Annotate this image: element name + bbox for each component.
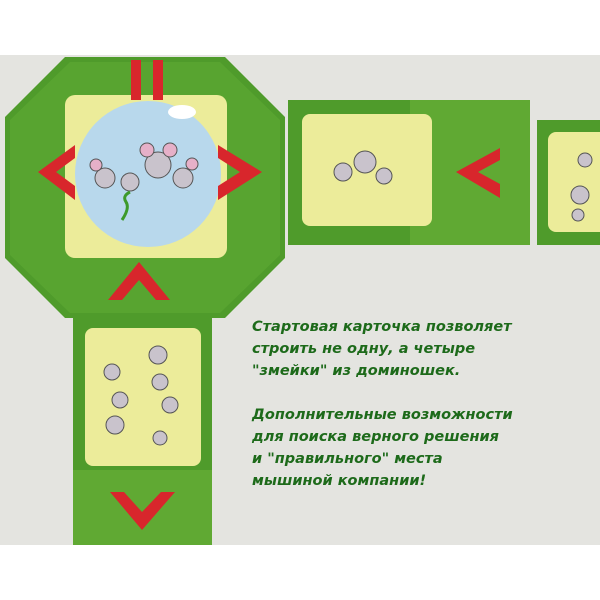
- mice-icon: [570, 152, 593, 222]
- caption-line: и "правильного" места: [252, 451, 443, 467]
- caption-line: для поиска верного решения: [252, 429, 499, 445]
- bottom-chevron-icon: [108, 262, 170, 300]
- top-bar-right-icon: [153, 60, 163, 100]
- caption-paragraph-2: Дополнительные возможности для поиска ве…: [252, 404, 513, 492]
- top-bar-left-icon: [131, 60, 141, 100]
- mice-icon: [333, 150, 393, 185]
- caption-line: Дополнительные возможности: [252, 407, 513, 423]
- caption-line: "змейки" из доминошек.: [252, 363, 461, 379]
- left-chevron-icon: [456, 148, 500, 198]
- left-chevron-icon: [38, 145, 75, 200]
- caption-line: строить не одну, а четыре: [252, 341, 476, 357]
- far-right-tile: [537, 120, 600, 245]
- right-tile: [288, 100, 530, 245]
- start-tile: [5, 57, 285, 318]
- caption-paragraph-1: Стартовая карточка позволяет строить не …: [252, 316, 512, 382]
- snake-icon: [120, 190, 131, 221]
- bottom-tile: [73, 318, 212, 545]
- mice-group-icon: [89, 142, 199, 192]
- mice-icon: [103, 345, 179, 446]
- bottom-chevron-icon: [110, 492, 175, 530]
- caption-line: Стартовая карточка позволяет: [252, 319, 512, 335]
- right-chevron-icon: [218, 145, 262, 200]
- arrow-icons: [38, 60, 262, 300]
- cloud-icon: [168, 105, 196, 119]
- caption-line: мышиной компании!: [252, 473, 427, 489]
